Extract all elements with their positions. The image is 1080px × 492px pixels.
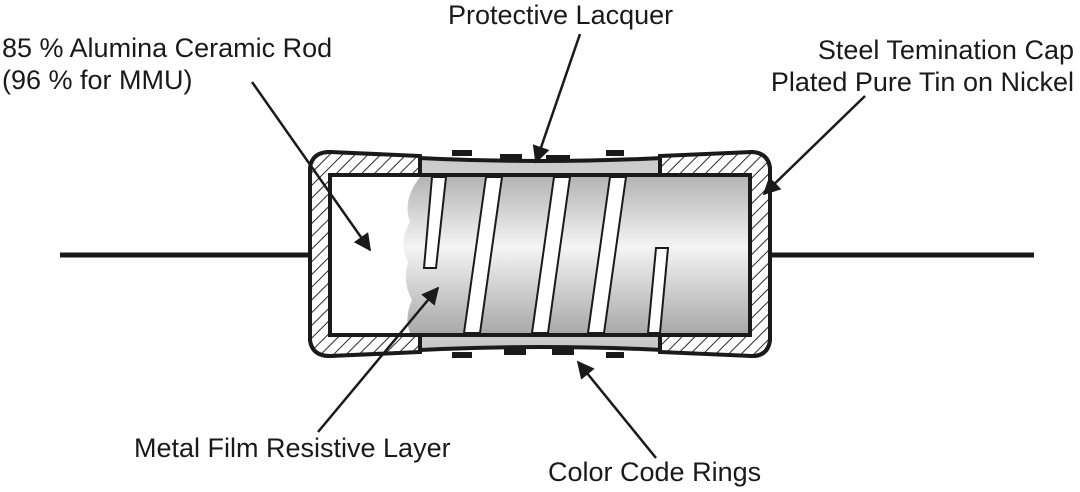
pointer-rings [576,360,657,459]
metal-film-layer [403,177,748,333]
label-ceramic-rod: 85 % Alumina Ceramic Rod (96 % for MMU) [2,32,332,96]
film-grooves [422,176,670,334]
label-ceramic-rod-line1: 85 % Alumina Ceramic Rod [2,33,333,63]
label-color-code-rings: Color Code Rings [548,457,762,487]
label-termination-cap-line1: Steel Temination Cap [817,35,1074,65]
pointer-cap [762,95,866,196]
pointer-lacquer [532,33,582,164]
pointer-lines [250,33,866,459]
color-code-rings [452,150,624,358]
label-termination-cap: Steel Temination Cap Plated Pure Tin on … [771,34,1074,98]
label-protective-lacquer: Protective Lacquer [448,0,674,30]
pointer-film [317,286,440,433]
label-ceramic-rod-line2: (96 % for MMU) [2,65,193,95]
label-metal-film: Metal Film Resistive Layer [134,433,451,463]
pointer-rod [250,81,372,252]
label-termination-cap-line2: Plated Pure Tin on Nickel [770,67,1074,97]
